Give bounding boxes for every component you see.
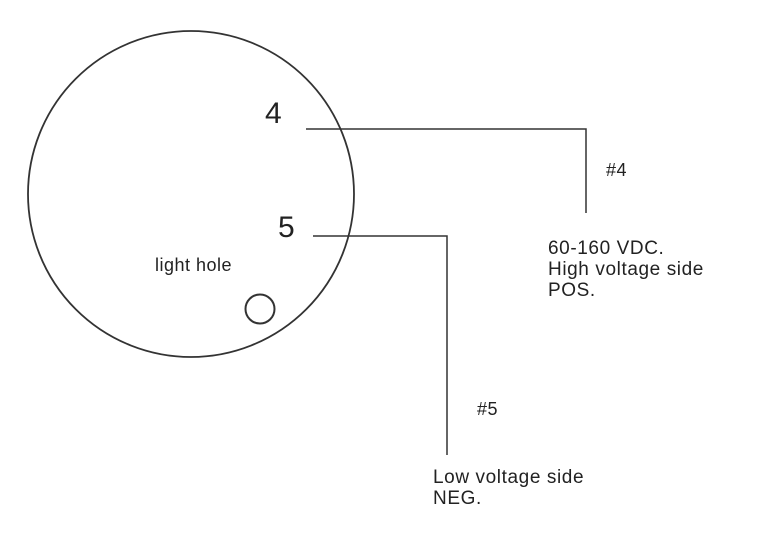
pin-5-number: 5 [278, 211, 295, 244]
pin-5-wire-label: #5 [477, 399, 499, 419]
pin-4-description-line: POS. [548, 280, 596, 301]
pin-4-wire [306, 128, 587, 213]
light-hole-label: light hole [155, 255, 233, 275]
pin-5-description-line: NEG. [433, 488, 482, 509]
pin-4-description-line: 60-160 VDC. [548, 238, 665, 259]
pin-4-description: 60-160 VDC. High voltage side POS. [548, 238, 704, 301]
pin-5-wire [313, 235, 448, 455]
socket-body [27, 30, 355, 358]
light-hole [244, 293, 276, 325]
pin-5-description: Low voltage side NEG. [433, 467, 584, 509]
pin-4-description-line: High voltage side [548, 259, 704, 280]
pin-4-number: 4 [265, 97, 282, 130]
pin-5-description-line: Low voltage side [433, 467, 585, 488]
pin-4-wire-label: #4 [606, 160, 628, 180]
